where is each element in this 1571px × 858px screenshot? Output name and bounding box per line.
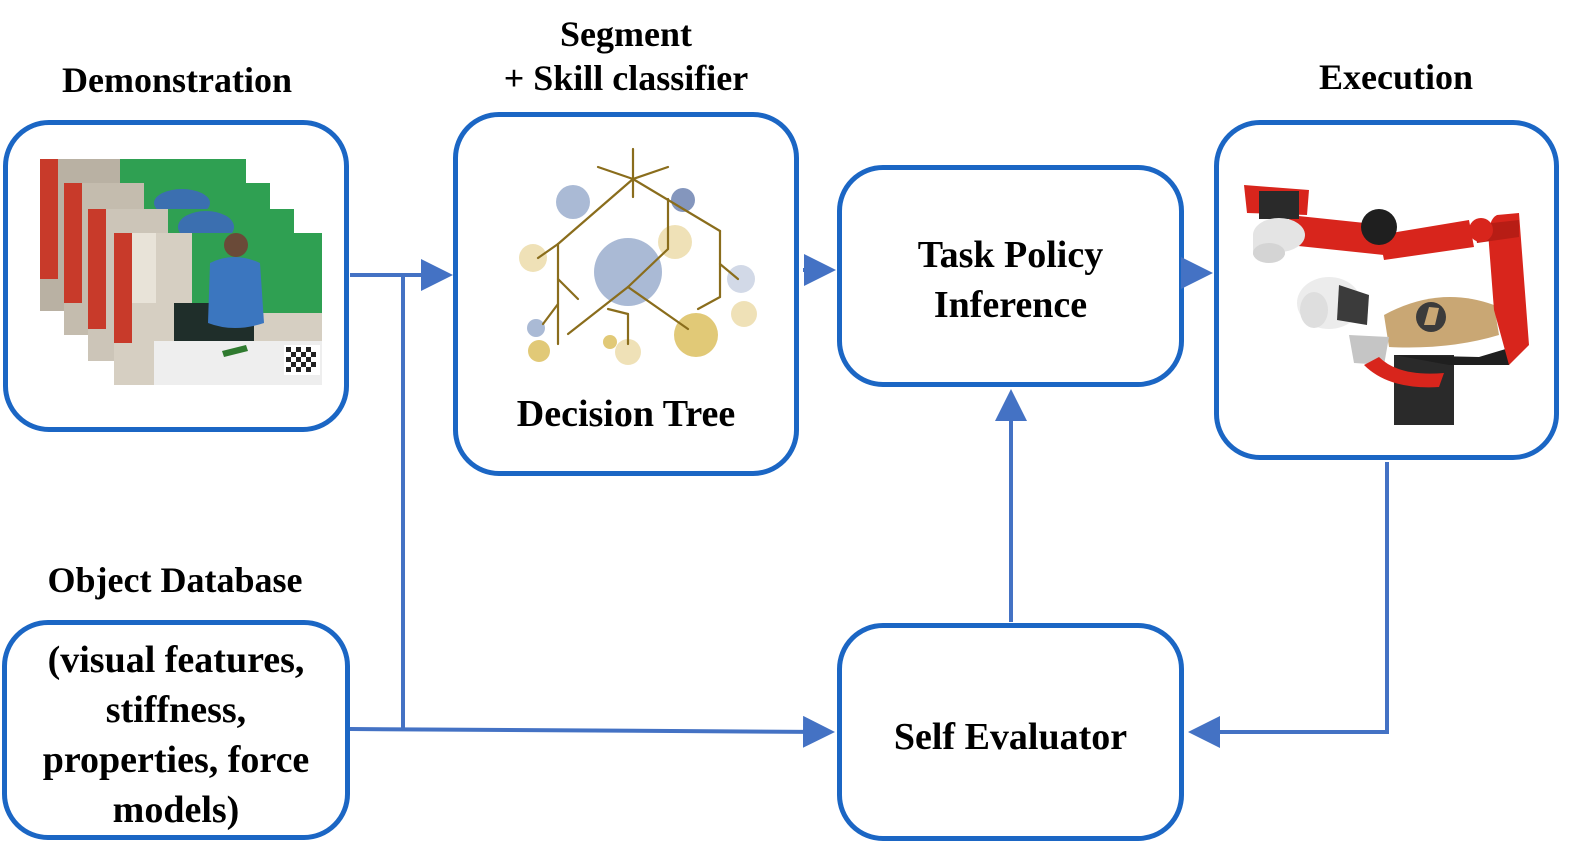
robot-image (1244, 185, 1529, 425)
demonstration-box (3, 120, 349, 432)
task-policy-label-line1: Task Policy (917, 234, 1104, 276)
decision-tree-label: Decision Tree (516, 393, 736, 435)
segment-title: Segment (560, 14, 692, 54)
arrow-execution-to-self-evaluator (1188, 462, 1389, 748)
object-database-title: Object Database (47, 560, 303, 600)
skill-classifier-title: + Skill classifier (503, 58, 749, 98)
execution-title: Execution (1318, 57, 1473, 97)
self-evaluator-label: Self Evaluator (893, 716, 1128, 758)
object-db-line-4: models) (112, 789, 240, 831)
decision-tree-box: Decision Tree (453, 112, 799, 476)
execution-box (1214, 120, 1559, 460)
object-db-line-2: stiffness, (105, 689, 247, 731)
task-policy-label-line2: Inference (933, 284, 1088, 326)
object-db-line-1: (visual features, (47, 639, 305, 681)
self-evaluator-box: Self Evaluator (837, 623, 1184, 841)
decision-tree-icon (519, 147, 757, 365)
object-db-line-3: properties, force (42, 739, 310, 781)
demonstration-title: Demonstration (62, 60, 292, 100)
arrow-objectdb-to-self-evaluator (349, 715, 835, 748)
object-database-box: (visual features, stiffness, properties,… (2, 620, 350, 840)
demonstration-frames-image (40, 159, 322, 385)
